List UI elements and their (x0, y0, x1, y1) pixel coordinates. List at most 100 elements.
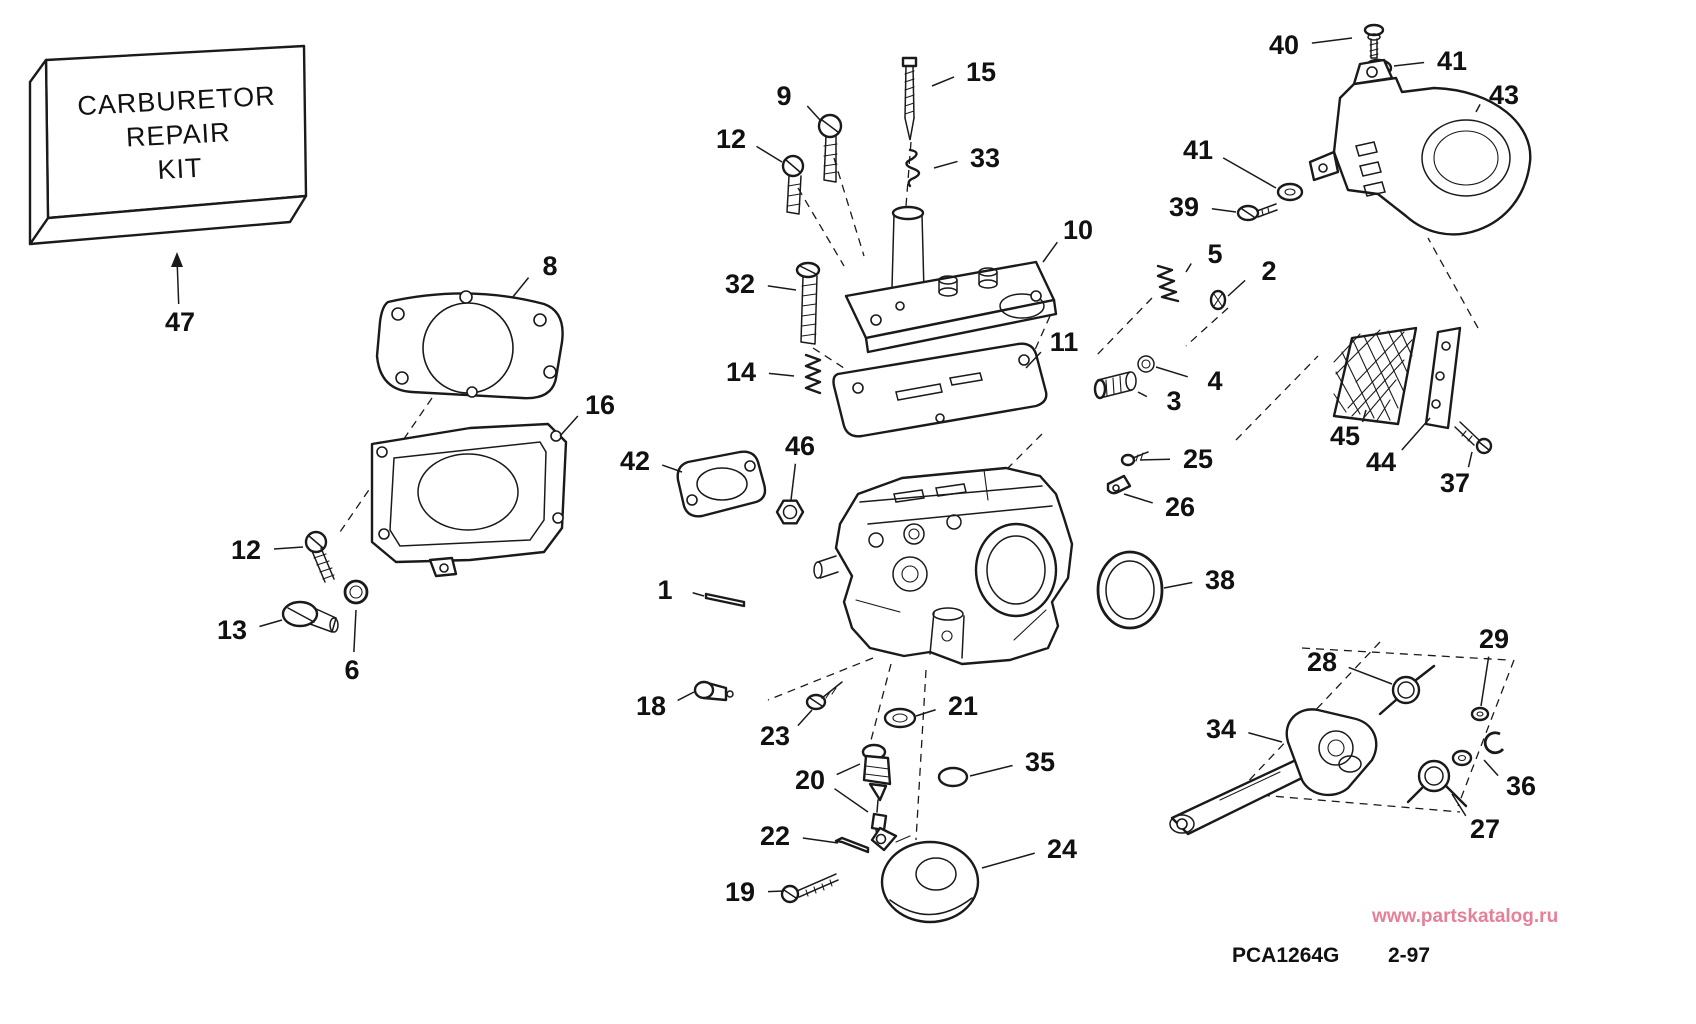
part-29-washer (1470, 706, 1490, 722)
leader-line-4 (1155, 366, 1188, 378)
leader-line-28 (1348, 666, 1393, 685)
leader-line-12 (273, 546, 304, 550)
callout-6: 6 (344, 655, 359, 685)
callout-28: 28 (1307, 647, 1337, 677)
part-18-plug (693, 680, 734, 702)
part-16-cover (370, 422, 568, 578)
leader-lines-layer (176, 37, 1499, 893)
callout-3: 3 (1166, 386, 1181, 416)
watermark: www.partskatalog.ru (1371, 906, 1558, 927)
part-8-gasket (375, 290, 564, 400)
carburetor-main-body (813, 466, 1074, 666)
callout-36: 36 (1506, 771, 1536, 801)
callout-33: 33 (970, 143, 1000, 173)
part-13-plug (281, 600, 339, 633)
leader-line-15 (931, 76, 955, 87)
part-24-float-chamber (870, 826, 980, 924)
leader-line-23 (797, 709, 813, 727)
leader-line-46 (790, 463, 797, 501)
callout-37: 37 (1440, 468, 1470, 498)
leader-line-41 (1393, 61, 1425, 67)
callout-32: 32 (725, 269, 755, 299)
leader-line-10 (1042, 241, 1058, 263)
callout-39: 39 (1169, 192, 1199, 222)
leader-line-34 (1248, 732, 1283, 743)
leader-line-32 (767, 285, 797, 291)
leader-line-9 (806, 105, 821, 121)
callout-9: 9 (776, 81, 791, 111)
part-22-pin (834, 836, 870, 854)
callout-29: 29 (1479, 624, 1509, 654)
callout-45: 45 (1330, 421, 1360, 451)
part-5-spring (1156, 264, 1180, 303)
callout-16: 16 (585, 390, 615, 420)
part-36-washer (1451, 749, 1473, 767)
kit-box-line2: REPAIR (125, 117, 231, 152)
leader-line-5 (1185, 263, 1192, 273)
leader-line-39 (1211, 207, 1237, 213)
part-6-oring (343, 579, 369, 605)
leader-line-20 (836, 763, 861, 776)
part-28-spring (1378, 664, 1436, 716)
part-33-clip (905, 148, 921, 188)
callout-25: 25 (1183, 444, 1213, 474)
callout-13: 13 (217, 615, 247, 645)
leader-line-43 (1475, 103, 1481, 113)
footer-part-code: PCA1264G (1232, 944, 1339, 967)
part-9-screw (817, 113, 843, 183)
leader-line-45 (1361, 409, 1367, 423)
part-1-pin (704, 592, 746, 608)
part-14-spring (804, 353, 822, 395)
construction-lines (339, 141, 1515, 841)
callout-20: 20 (795, 765, 825, 795)
callout-21: 21 (948, 691, 978, 721)
leader-line-44 (1401, 417, 1431, 451)
callout-5: 5 (1207, 239, 1222, 269)
callout-43: 43 (1489, 80, 1519, 110)
leader-line-35 (969, 764, 1013, 777)
callout-44: 44 (1366, 447, 1396, 477)
callout-1: 1 (657, 575, 672, 605)
callout-47: 47 (165, 307, 195, 337)
leader-line-47 (176, 257, 180, 305)
leader-line-6 (353, 609, 357, 653)
part-40-screw (1363, 23, 1385, 59)
part-46-nut (775, 499, 805, 525)
part-12-screw-left (304, 530, 335, 583)
leader-line-26 (1123, 493, 1153, 504)
leader-line-25 (1139, 458, 1171, 461)
leader-line-8 (511, 277, 530, 299)
part-10-upper-body (844, 205, 1058, 354)
callout-24: 24 (1047, 834, 1077, 864)
part-36-clip (1483, 731, 1505, 755)
part-15-needle-screw (901, 56, 918, 141)
part-34-cam-follower (1169, 708, 1378, 836)
part-11-gasket (832, 342, 1048, 438)
leader-line-13 (259, 619, 283, 628)
leader-line-40 (1311, 37, 1353, 44)
callout-15: 15 (966, 57, 996, 87)
callout-23: 23 (760, 721, 790, 751)
part-32-screw (795, 261, 821, 345)
part-3-nozzle (1093, 371, 1137, 400)
callout-22: 22 (760, 821, 790, 851)
callout-12: 12 (716, 124, 746, 154)
leader-line-22 (802, 837, 839, 844)
leader-line-41 (1222, 157, 1277, 189)
part-43-air-silencer (1308, 58, 1532, 236)
leader-line-11 (1025, 351, 1042, 369)
part-35-plug (937, 766, 969, 788)
part-20-needle-valve (861, 743, 892, 841)
leader-line-27 (1451, 793, 1467, 817)
leader-line-18 (677, 691, 695, 702)
part-26-retainer (1106, 474, 1132, 495)
part-21-washer (883, 707, 917, 729)
callout-11: 11 (1050, 327, 1079, 357)
part-39-screw (1236, 203, 1278, 222)
part-38-seal (1096, 550, 1164, 630)
footer-revision: 2-97 (1388, 944, 1430, 967)
leader-line-36 (1483, 759, 1499, 777)
leader-line-37 (1467, 451, 1473, 468)
leader-line-24 (981, 852, 1035, 869)
